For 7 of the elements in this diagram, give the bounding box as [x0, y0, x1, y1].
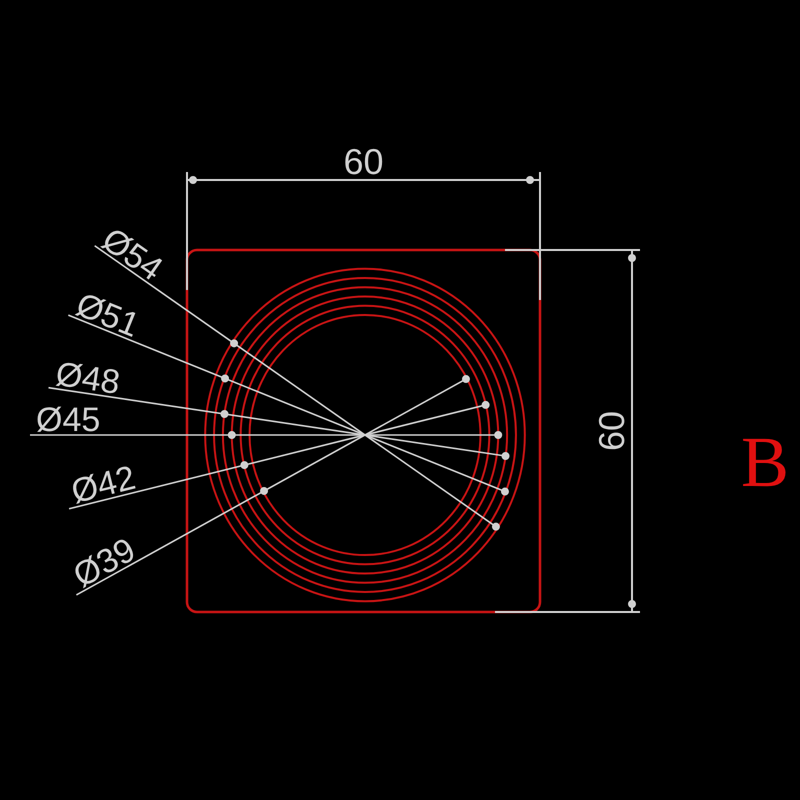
dimension-text: Ø39 [67, 530, 142, 596]
figure-letter: B [740, 422, 790, 502]
dimension-text: Ø48 [53, 354, 122, 402]
dimension-text: Ø42 [68, 458, 140, 512]
dimension-text: 60 [591, 410, 632, 452]
dimension-text: Ø45 [36, 401, 100, 439]
dimension-text: 60 [343, 141, 384, 182]
